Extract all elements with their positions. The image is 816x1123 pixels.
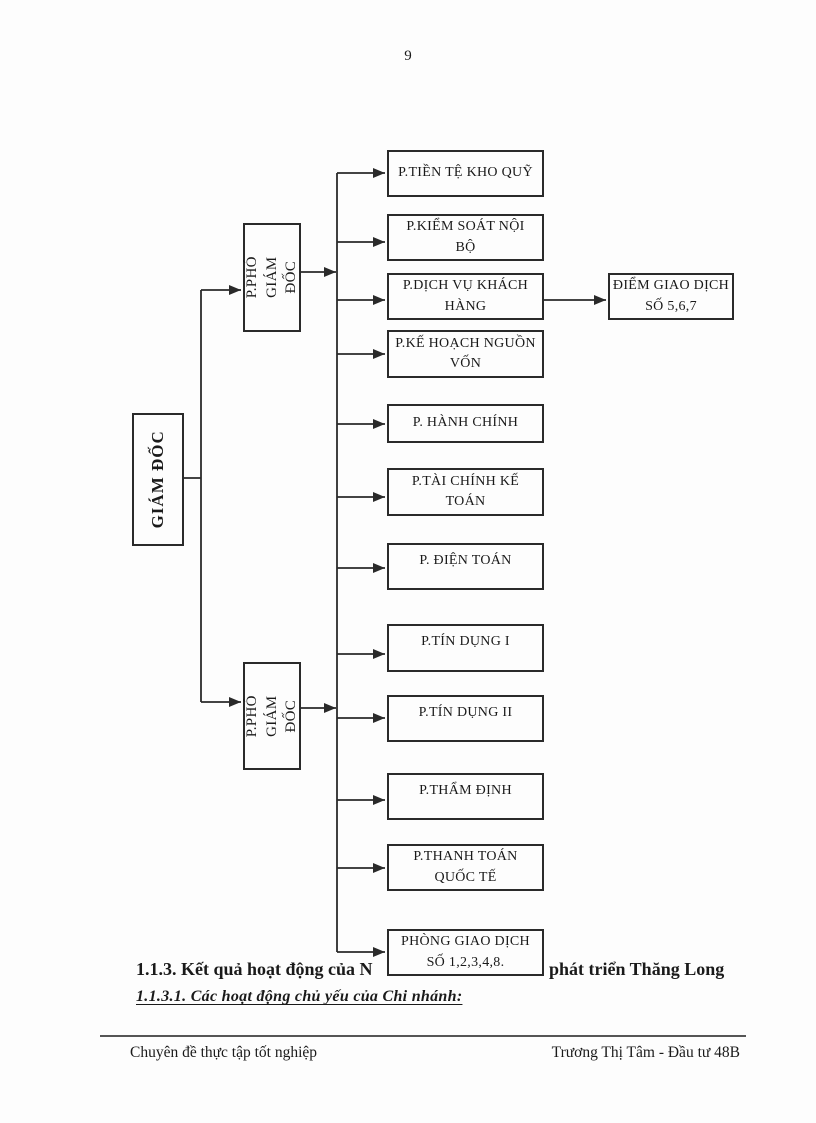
- page-footer: Chuyên đề thực tập tốt nghiệp Trương Thị…: [130, 1044, 740, 1062]
- org-box-thanh-toan-quoc-te: P.THANH TOÁN QUỐC TẾ: [387, 844, 544, 891]
- org-box-phong-giao-dich: PHÒNG GIAO DỊCH SỐ 1,2,3,4,8.: [387, 929, 544, 976]
- page-number: 9: [404, 48, 412, 64]
- org-box-tin-dung-2: P.TÍN DỤNG II: [387, 695, 544, 742]
- org-box-tham-dinh: P.THẨM ĐỊNH: [387, 773, 544, 820]
- org-box-giam-doc: GIÁM ĐỐC: [132, 413, 184, 546]
- section-heading-left: 1.1.3. Kết quả hoạt động của N: [136, 959, 373, 979]
- subsection-heading: 1.1.3.1. Các hoạt động chủ yếu của Chi n…: [136, 988, 463, 1005]
- org-box-tien-te-kho-quy: P.TIỀN TỆ KHO QUỸ: [387, 150, 544, 197]
- footer-left-text: Chuyên đề thực tập tốt nghiệp: [130, 1044, 318, 1061]
- org-box-tin-dung-1: P.TÍN DỤNG I: [387, 624, 544, 672]
- org-box-ke-hoach-nguon-von: P.KẾ HOẠCH NGUỒN VỐN: [387, 330, 544, 378]
- footer-right-text: Trương Thị Tâm - Đầu tư 48B: [551, 1044, 740, 1061]
- org-box-dich-vu-khach-hang: P.DỊCH VỤ KHÁCH HÀNG: [387, 273, 544, 320]
- org-box-label: P.PHÓ GIÁM ĐỐC: [243, 695, 299, 737]
- section-heading-right: phát triển Thăng Long: [549, 959, 725, 979]
- org-box-hanh-chinh: P. HÀNH CHÍNH: [387, 404, 544, 443]
- org-box-label: P.PHÓ GIÁM ĐỐC: [243, 256, 299, 299]
- org-box-pho-giam-doc-1: P.PHÓ GIÁM ĐỐC: [243, 223, 301, 332]
- org-box-kiem-soat-noi-bo: P.KIỂM SOÁT NỘI BỘ: [387, 214, 544, 261]
- org-box-label: GIÁM ĐỐC: [147, 430, 167, 529]
- footer-divider: [100, 1035, 746, 1037]
- org-box-tai-chinh-ke-toan: P.TÀI CHÍNH KẾ TOÁN: [387, 468, 544, 516]
- org-box-dien-toan: P. ĐIỆN TOÁN: [387, 543, 544, 590]
- org-box-diem-giao-dich: ĐIỂM GIAO DỊCH SỐ 5,6,7: [608, 273, 734, 320]
- org-box-pho-giam-doc-2: P.PHÓ GIÁM ĐỐC: [243, 662, 301, 770]
